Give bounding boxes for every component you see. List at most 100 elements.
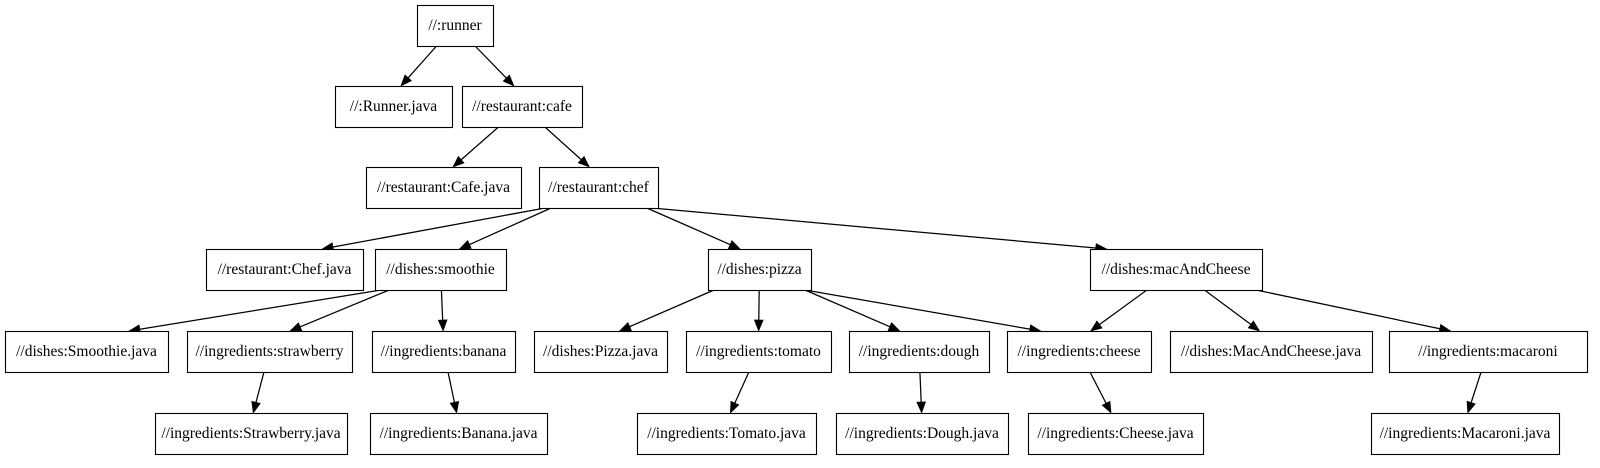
edge-arrowhead-icon <box>1089 320 1103 332</box>
edge-line <box>651 207 1096 249</box>
graph-edge <box>437 289 448 332</box>
edge-line <box>447 371 456 403</box>
edge-line <box>629 289 715 328</box>
node-label: //dishes:pizza <box>717 261 801 278</box>
edge-arrowhead-icon <box>916 401 927 414</box>
graph-edge <box>447 371 460 414</box>
edge-line <box>804 289 1030 330</box>
edge-line <box>734 371 750 404</box>
graph-node-ing_banana_java[interactable]: //ingredients:Banana.java <box>369 412 549 456</box>
graph-edge <box>458 207 552 250</box>
graph-node-runner_java[interactable]: //:Runner.java <box>334 85 454 129</box>
node-box[interactable] <box>1388 330 1589 374</box>
node-box[interactable] <box>835 412 1010 456</box>
edge-arrowhead-icon <box>1247 320 1261 332</box>
node-box[interactable] <box>154 412 349 456</box>
edge-arrowhead-icon <box>437 319 448 332</box>
node-box[interactable] <box>416 4 495 48</box>
node-label: //ingredients:banana <box>381 343 507 360</box>
graph-edge <box>804 289 1042 334</box>
edge-arrowhead-icon <box>753 319 764 332</box>
graph-edge <box>128 289 382 334</box>
node-box[interactable] <box>848 330 991 374</box>
node-box[interactable] <box>1089 248 1264 292</box>
graph-node-dishes_macandcheese[interactable]: //dishes:macAndCheese <box>1089 248 1264 292</box>
graph-edge <box>1466 371 1482 414</box>
edge-line <box>139 289 382 330</box>
node-label: //dishes:MacAndCheese.java <box>1181 343 1361 360</box>
edge-arrowhead-icon <box>449 400 460 414</box>
graph-node-ing_banana[interactable]: //ingredients:banana <box>371 330 517 374</box>
node-layer: //:runner //:Runner.java//restaurant:cafe… <box>4 4 1589 456</box>
edge-line <box>804 289 891 328</box>
node-box[interactable] <box>1006 330 1153 374</box>
edge-line <box>1255 289 1440 330</box>
node-box[interactable] <box>533 330 669 374</box>
node-box[interactable] <box>374 248 508 292</box>
node-box[interactable] <box>707 248 813 292</box>
graph-node-restaurant_chef_java[interactable]: //restaurant:Chef.java <box>205 248 365 292</box>
node-box[interactable] <box>636 412 818 456</box>
edge-line <box>440 289 444 321</box>
node-box[interactable] <box>1169 330 1374 374</box>
graph-node-ing_macaroni_java[interactable]: //ingredients:Macaroni.java <box>1370 412 1561 456</box>
graph-node-ing_strawberry_java[interactable]: //ingredients:Strawberry.java <box>154 412 349 456</box>
node-box[interactable] <box>4 330 170 374</box>
node-box[interactable] <box>205 248 365 292</box>
edge-line <box>1204 289 1252 325</box>
node-box[interactable] <box>371 330 517 374</box>
graph-node-ing_tomato_java[interactable]: //ingredients:Tomato.java <box>636 412 818 456</box>
graph-node-ing_dough_java[interactable]: //ingredients:Dough.java <box>835 412 1010 456</box>
graph-node-ing_macaroni[interactable]: //ingredients:macaroni <box>1388 330 1589 374</box>
graph-edge <box>916 371 927 414</box>
node-label: //dishes:Pizza.java <box>543 343 658 360</box>
graph-node-dishes_macandcheese_java[interactable]: //dishes:MacAndCheese.java <box>1169 330 1374 374</box>
edge-arrowhead-icon <box>400 74 413 87</box>
graph-node-dishes_pizza_java[interactable]: //dishes:Pizza.java <box>533 330 669 374</box>
node-box[interactable] <box>1370 412 1561 456</box>
node-box[interactable] <box>685 330 833 374</box>
graph-node-ing_cheese_java[interactable]: //ingredients:Cheese.java <box>1027 412 1205 456</box>
node-label: //dishes:smoothie <box>386 261 495 278</box>
graph-edge <box>1204 289 1261 332</box>
edge-arrowhead-icon <box>452 155 465 168</box>
edge-arrowhead-icon <box>618 322 632 332</box>
graph-edge <box>1089 371 1112 414</box>
node-box[interactable] <box>461 85 584 129</box>
edge-line <box>1099 289 1148 326</box>
graph-node-ing_tomato[interactable]: //ingredients:tomato <box>685 330 833 374</box>
node-label: //ingredients:Dough.java <box>845 425 999 442</box>
node-box[interactable] <box>1027 412 1205 456</box>
node-label: //ingredients:Banana.java <box>380 425 538 442</box>
graph-edge <box>646 207 741 250</box>
graph-node-ing_cheese[interactable]: //ingredients:cheese <box>1006 330 1153 374</box>
edge-arrowhead-icon <box>887 322 901 332</box>
edge-line <box>469 207 552 246</box>
graph-edge <box>1089 289 1148 332</box>
graph-node-ing_strawberry[interactable]: //ingredients:strawberry <box>186 330 354 374</box>
graph-node-runner[interactable]: //:runner <box>416 4 495 48</box>
node-box[interactable] <box>538 166 660 210</box>
graph-node-ing_dough[interactable]: //ingredients:dough <box>848 330 991 374</box>
graph-node-restaurant_chef[interactable]: //restaurant:chef <box>538 166 660 210</box>
graph-node-dishes_smoothie_java[interactable]: //dishes:Smoothie.java <box>4 330 170 374</box>
edge-arrowhead-icon <box>502 74 515 87</box>
edge-arrowhead-icon <box>289 322 303 332</box>
graph-node-dishes_pizza[interactable]: //dishes:pizza <box>707 248 813 292</box>
graph-edge <box>474 45 515 87</box>
node-box[interactable] <box>369 412 549 456</box>
node-box[interactable] <box>186 330 354 374</box>
node-box[interactable] <box>365 166 523 210</box>
graph-node-dishes_smoothie[interactable]: //dishes:smoothie <box>374 248 508 292</box>
edge-arrowhead-icon <box>577 155 590 168</box>
graph-edge <box>321 207 546 252</box>
graph-node-restaurant_cafe_java[interactable]: //restaurant:Cafe.java <box>365 166 523 210</box>
node-box[interactable] <box>334 85 454 129</box>
edge-line <box>919 371 922 403</box>
edge-line <box>544 126 582 161</box>
edge-line <box>474 45 507 79</box>
graph-node-restaurant_cafe[interactable]: //restaurant:cafe <box>461 85 584 129</box>
edge-arrowhead-icon <box>1101 400 1112 414</box>
